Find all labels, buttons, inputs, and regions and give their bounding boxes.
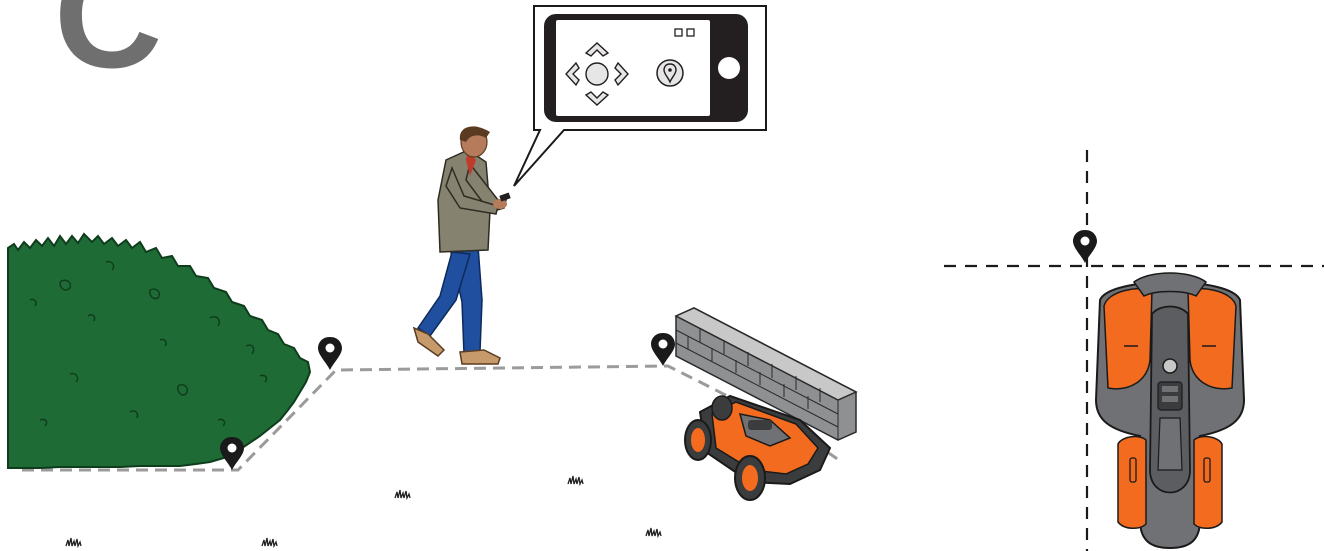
- hedge: [8, 234, 310, 468]
- person-with-phone: [414, 126, 511, 364]
- location-pin-icon: [318, 337, 342, 370]
- grass-tuft: [66, 538, 81, 546]
- grass-tuft: [646, 528, 661, 536]
- grass-tuft: [395, 490, 410, 498]
- location-pin-icon: [651, 333, 675, 366]
- location-pin-icon: [1073, 230, 1097, 263]
- record-position-button[interactable]: [657, 60, 683, 86]
- top-view-detail: [944, 150, 1324, 551]
- location-pin-icon: [220, 437, 244, 470]
- phone-callout: [514, 6, 766, 186]
- grass-tuft: [568, 476, 583, 484]
- dpad-center-icon[interactable]: [586, 63, 608, 85]
- grass-tuft: [262, 538, 277, 546]
- home-button: [718, 57, 740, 79]
- robotic-mower-top: [1096, 273, 1244, 548]
